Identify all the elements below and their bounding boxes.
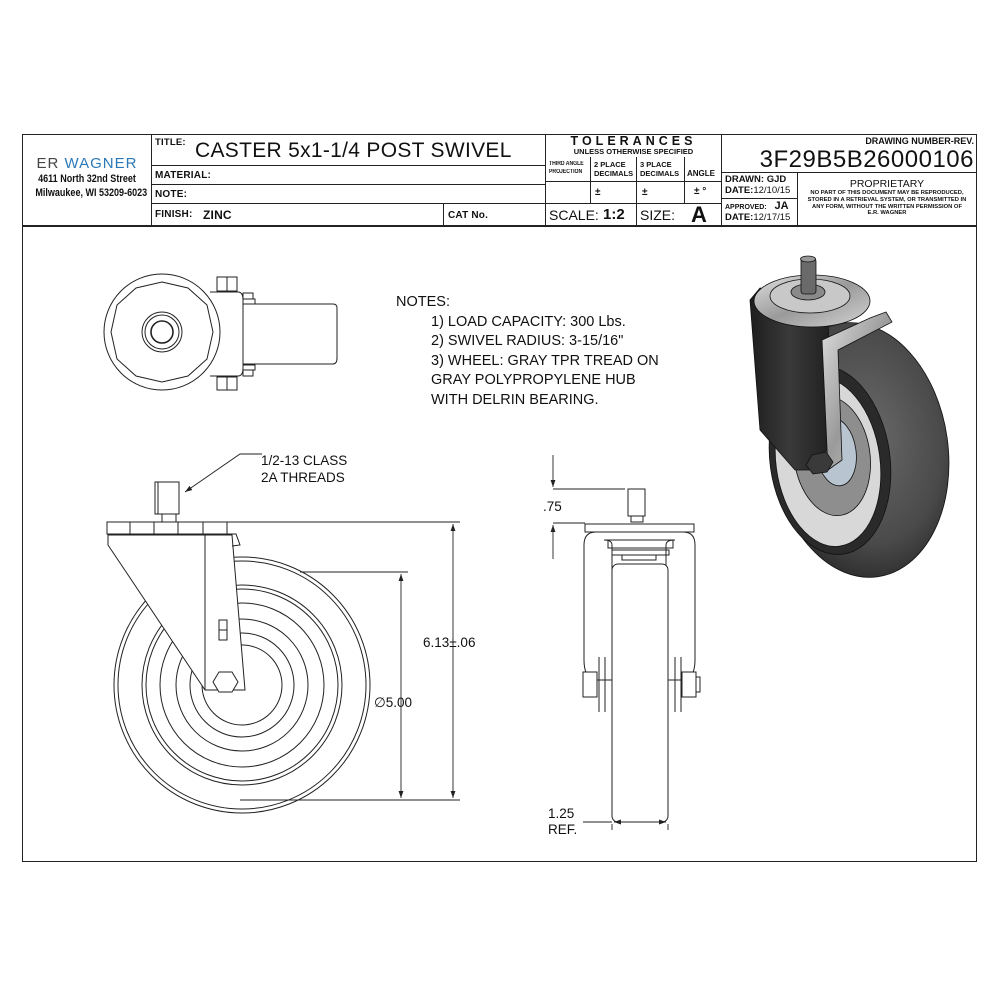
two-place-label-2: DECIMALS [594,169,634,178]
divider-drawing-number [721,134,723,226]
three-place-label-1: 3 PLACE [640,160,672,169]
thread-callout-line-1: 1/2-13 CLASS [261,453,348,468]
side-view-dimensions [184,453,460,801]
scale-label: SCALE: [549,207,599,223]
proprietary-notice: PROPRIETARY NO PART OF THIS DOCUMENT MAY… [797,178,977,217]
note-item-3-cont-1: GRAY POLYPROPYLENE HUB [431,372,636,388]
proprietary-line-2: STORED IN A RETRIEVAL SYSTEM, OR TRANSMI… [807,196,967,203]
scale-size-divider [636,203,637,226]
side-view [106,481,371,814]
approved-date: 12/17/15 [753,212,791,223]
note-item-3: 3) WHEEL: GRAY TPR TREAD ON [431,352,659,369]
approved-row: APPROVED: JA [725,200,789,214]
tol-col-line-1 [590,157,591,204]
drawn-by: GJD [766,174,787,185]
drawing-number-label: DRAWING NUMBER-REV. [865,136,974,146]
scale-value: 1:2 [603,206,625,223]
three-place-label-2: DECIMALS [640,169,680,178]
finish-value: ZINC [203,208,232,222]
stem-height-dimension: .75 [543,499,562,514]
proprietary-line-1: NO PART OF THIS DOCUMENT MAY BE REPRODUC… [810,190,964,196]
approved-date-label: DATE: [725,212,754,223]
proprietary-line-4: E.R. WAGNER [867,210,907,217]
approved-label: APPROVED: [725,204,767,211]
finish-label: FINISH: [155,209,193,220]
cat-no-label: CAT No. [448,210,489,221]
drawing-frame [22,134,977,862]
row-line-title [151,165,545,167]
divider-logo [151,134,153,226]
note-item-1: 1) LOAD CAPACITY: 300 Lbs. [431,313,626,330]
dwg-number-row-line [721,172,977,174]
company-address-line1: 4611 North 32nd Street [38,173,136,185]
brand-prefix: ER [36,155,60,172]
company-address-line2: Milwaukee, WI 53209-6023 [35,187,148,199]
tol-col-line-3 [684,157,685,204]
drawn-row: DRAWN: GJD [725,174,786,186]
tol-col-line-2 [636,157,637,204]
size-label: SIZE: [640,207,676,223]
wheel-width-value: 1.25 [548,806,575,821]
brand-name: WAGNER [64,155,138,172]
front-view-dimensions [550,455,669,830]
tol-row-line-1 [545,181,721,183]
tol-row-line-2 [545,203,721,205]
drawn-label: DRAWN: [725,174,765,185]
drawing-title: CASTER 5x1-1/4 POST SWIVEL [195,139,512,162]
note-item-2: 2) SWIVEL RADIUS: 3-15/16" [431,333,624,349]
overall-height-dimension: 6.13±.06 [423,635,476,650]
drawing-number: 3F29B5B26000106 [759,146,974,173]
row-line-note [151,203,545,205]
drawn-date-row: DATE:12/10/15 [725,185,790,197]
projection-label-1: THIRD ANGLE [549,161,584,167]
drawn-date-label: DATE: [725,185,754,196]
wheel-width-ref: REF. [548,822,578,837]
drawn-divider [797,172,799,226]
material-label: MATERIAL: [155,170,212,181]
drawing-notes: NOTES: 1) LOAD CAPACITY: 300 Lbs. 2) SWI… [396,293,659,410]
front-view [582,488,701,823]
wheel-width-dimension: 1.25 REF. [548,806,577,838]
angle-label: ANGLE [687,169,715,178]
approved-date-row: DATE:12/17/15 [725,212,790,224]
note-label: NOTE: [155,189,188,200]
isometric-render [749,255,950,578]
approved-by: JA [774,200,789,212]
notes-heading: NOTES: [396,294,450,310]
note-item-3-cont-2: WITH DELRIN BEARING. [431,391,599,408]
row-line-material [151,184,545,186]
two-place-label-1: 2 PLACE [594,160,626,169]
drawn-approved-row-line [721,198,797,200]
company-logo: ER WAGNER 4611 North 32nd Street Milwauk… [24,155,150,200]
drawn-date: 12/10/15 [753,185,791,196]
top-view [103,273,338,391]
tolerances-heading: TOLERANCES [570,134,697,148]
thread-callout: 1/2-13 CLASS 2A THREADS [261,452,347,486]
three-place-value: ± [642,187,648,198]
two-place-value: ± [595,187,601,198]
divider-tolerance [545,134,547,226]
title-block-bottom-line [22,225,977,227]
tolerances-subheading: UNLESS OTHERWISE SPECIFIED [573,147,694,156]
proprietary-heading: PROPRIETARY [849,178,925,190]
proprietary-line-3: ANY FORM, WITHOUT THE WRITTEN PERMISSION… [812,203,962,210]
tolerances-header: TOLERANCES UNLESS OTHERWISE SPECIFIED [546,135,721,156]
angle-value: ± ° [694,186,707,197]
title-label: TITLE: [155,137,186,148]
projection-label-2: PROJECTION [549,169,583,175]
thread-callout-line-2: 2A THREADS [261,470,345,485]
size-value: A [691,202,707,227]
divider-cat-no [443,204,445,226]
